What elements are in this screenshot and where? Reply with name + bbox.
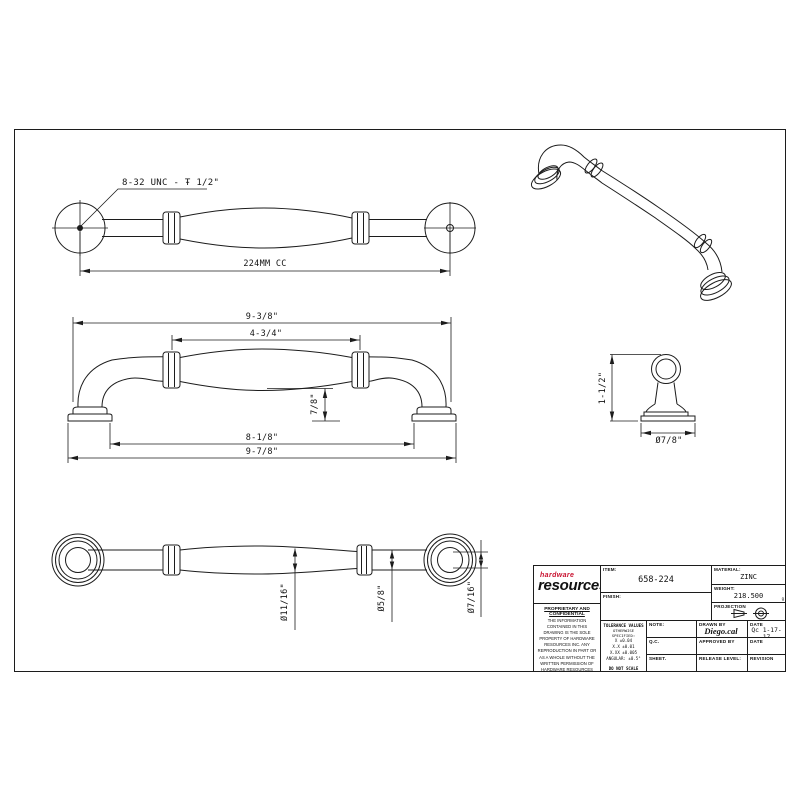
callout-leader	[80, 188, 207, 227]
weight-cell: WEIGHT: 218.500 g	[712, 585, 785, 603]
logo-cell: hardware resources	[534, 566, 601, 604]
revision-cell: REVISION	[748, 655, 785, 671]
item-value: 658-224	[638, 575, 674, 585]
dim-posts: 4-3/4"	[250, 329, 283, 339]
date-drawn-cell: DATE Qc 1-17-17	[748, 621, 785, 638]
tolerance-subtitle: OTHERWISE SPECIFIED:	[611, 628, 636, 638]
date-approved-cell: DATE	[748, 638, 785, 655]
approved-by-cell: APPROVED BY	[697, 638, 748, 655]
finish-label: FINISH:	[603, 594, 621, 599]
date-label: DATE	[750, 639, 763, 644]
drawn-by-signature: Diego.cal	[704, 626, 738, 636]
release-level-label: RELEASE LEVEL:	[699, 656, 742, 661]
release-level-cell: RELEASE LEVEL:	[697, 655, 748, 671]
dim-cc: 224MM CC	[243, 259, 286, 269]
tolerance-row: X.X ±0.01	[612, 644, 635, 650]
tolerance-row: ANGULAR: ±0.5°	[606, 656, 641, 662]
projection-cell: PROJECTION	[712, 603, 785, 621]
title-block: hardware resources PROPRIETARY AND CONFI…	[533, 565, 786, 672]
dim-post-dia: Ø5/8"	[376, 584, 387, 611]
dim-base-dia: Ø7/8"	[655, 435, 682, 446]
dim-clearance: 7/8"	[310, 393, 320, 415]
view-top-threaded: 8-32 UNC - Ŧ 1/2" 224MM CC	[52, 178, 476, 276]
revision-label: REVISION	[750, 656, 774, 661]
third-angle-projection-icon	[731, 607, 769, 620]
finish-cell: FINISH:	[601, 593, 712, 621]
material-cell: MATERIAL: ZINC	[712, 566, 785, 585]
projection-label: PROJECTION	[714, 604, 746, 609]
item-cell: ITEM: 658-224	[601, 566, 712, 593]
tolerance-row: X.XX ±0.005	[609, 650, 638, 656]
qc-label: Q.C.	[649, 639, 660, 644]
weight-value: 218.500	[733, 592, 764, 600]
logo-resources: resources	[538, 577, 601, 594]
sheet-cell: SHEET.	[647, 655, 697, 671]
sheet-label: SHEET.	[649, 656, 667, 661]
date-drawn-value: Qc 1-17-17	[751, 627, 782, 638]
proprietary-cell: PROPRIETARY AND CONFIDENTIAL THE INFORMA…	[534, 604, 601, 671]
weight-unit: g	[781, 596, 784, 601]
drawn-by-cell: DRAWN BY Diego.cal	[697, 621, 748, 638]
note-cell: NOTE:	[647, 621, 697, 638]
tolerance-cell: TOLERANCE VALUES OTHERWISE SPECIFIED: X …	[601, 621, 647, 671]
dim-end-dia: Ø7/16"	[466, 581, 477, 614]
material-value: ZINC	[740, 573, 757, 581]
note-label: NOTE:	[649, 622, 665, 627]
proprietary-title: PROPRIETARY AND CONFIDENTIAL	[544, 607, 590, 617]
proprietary-body: THE INFORMATION CONTAINED IN THIS DRAWIN…	[537, 618, 597, 671]
view-front-elevation: 9-3/8" 4-3/4" 7/8" 8-1/8" 9-7/8"	[67, 312, 457, 463]
dim-grip-dia: Ø11/16"	[279, 583, 290, 621]
view-end-profile: 1-1/2" Ø7/8"	[598, 354, 696, 446]
tolerance-row: X ±0.04	[614, 638, 633, 643]
qc-cell: Q.C.	[647, 638, 697, 655]
date-label: DATE	[750, 622, 763, 627]
drawn-by-label: DRAWN BY	[699, 622, 726, 627]
view-isometric	[530, 144, 732, 301]
thread-callout: 8-32 UNC - Ŧ 1/2"	[122, 178, 219, 188]
tolerance-footer: DO NOT SCALE DRAWING	[608, 665, 639, 671]
item-label: ITEM:	[603, 567, 617, 572]
logo-hardware: hardware	[540, 572, 575, 579]
dim-post-height: 1-1/2"	[598, 372, 608, 405]
approved-by-label: APPROVED BY	[699, 639, 735, 644]
tolerance-title: TOLERANCE VALUES	[603, 623, 644, 628]
weight-label: WEIGHT:	[714, 586, 735, 591]
dim-base-inner: 8-1/8"	[246, 433, 279, 443]
dim-overall-top: 9-3/8"	[246, 312, 279, 322]
material-label: MATERIAL:	[714, 567, 741, 572]
view-plan: Ø11/16" Ø5/8" Ø7/16"	[51, 533, 488, 630]
dim-overall-bottom: 9-7/8"	[246, 447, 279, 457]
sheet-border	[14, 129, 786, 672]
